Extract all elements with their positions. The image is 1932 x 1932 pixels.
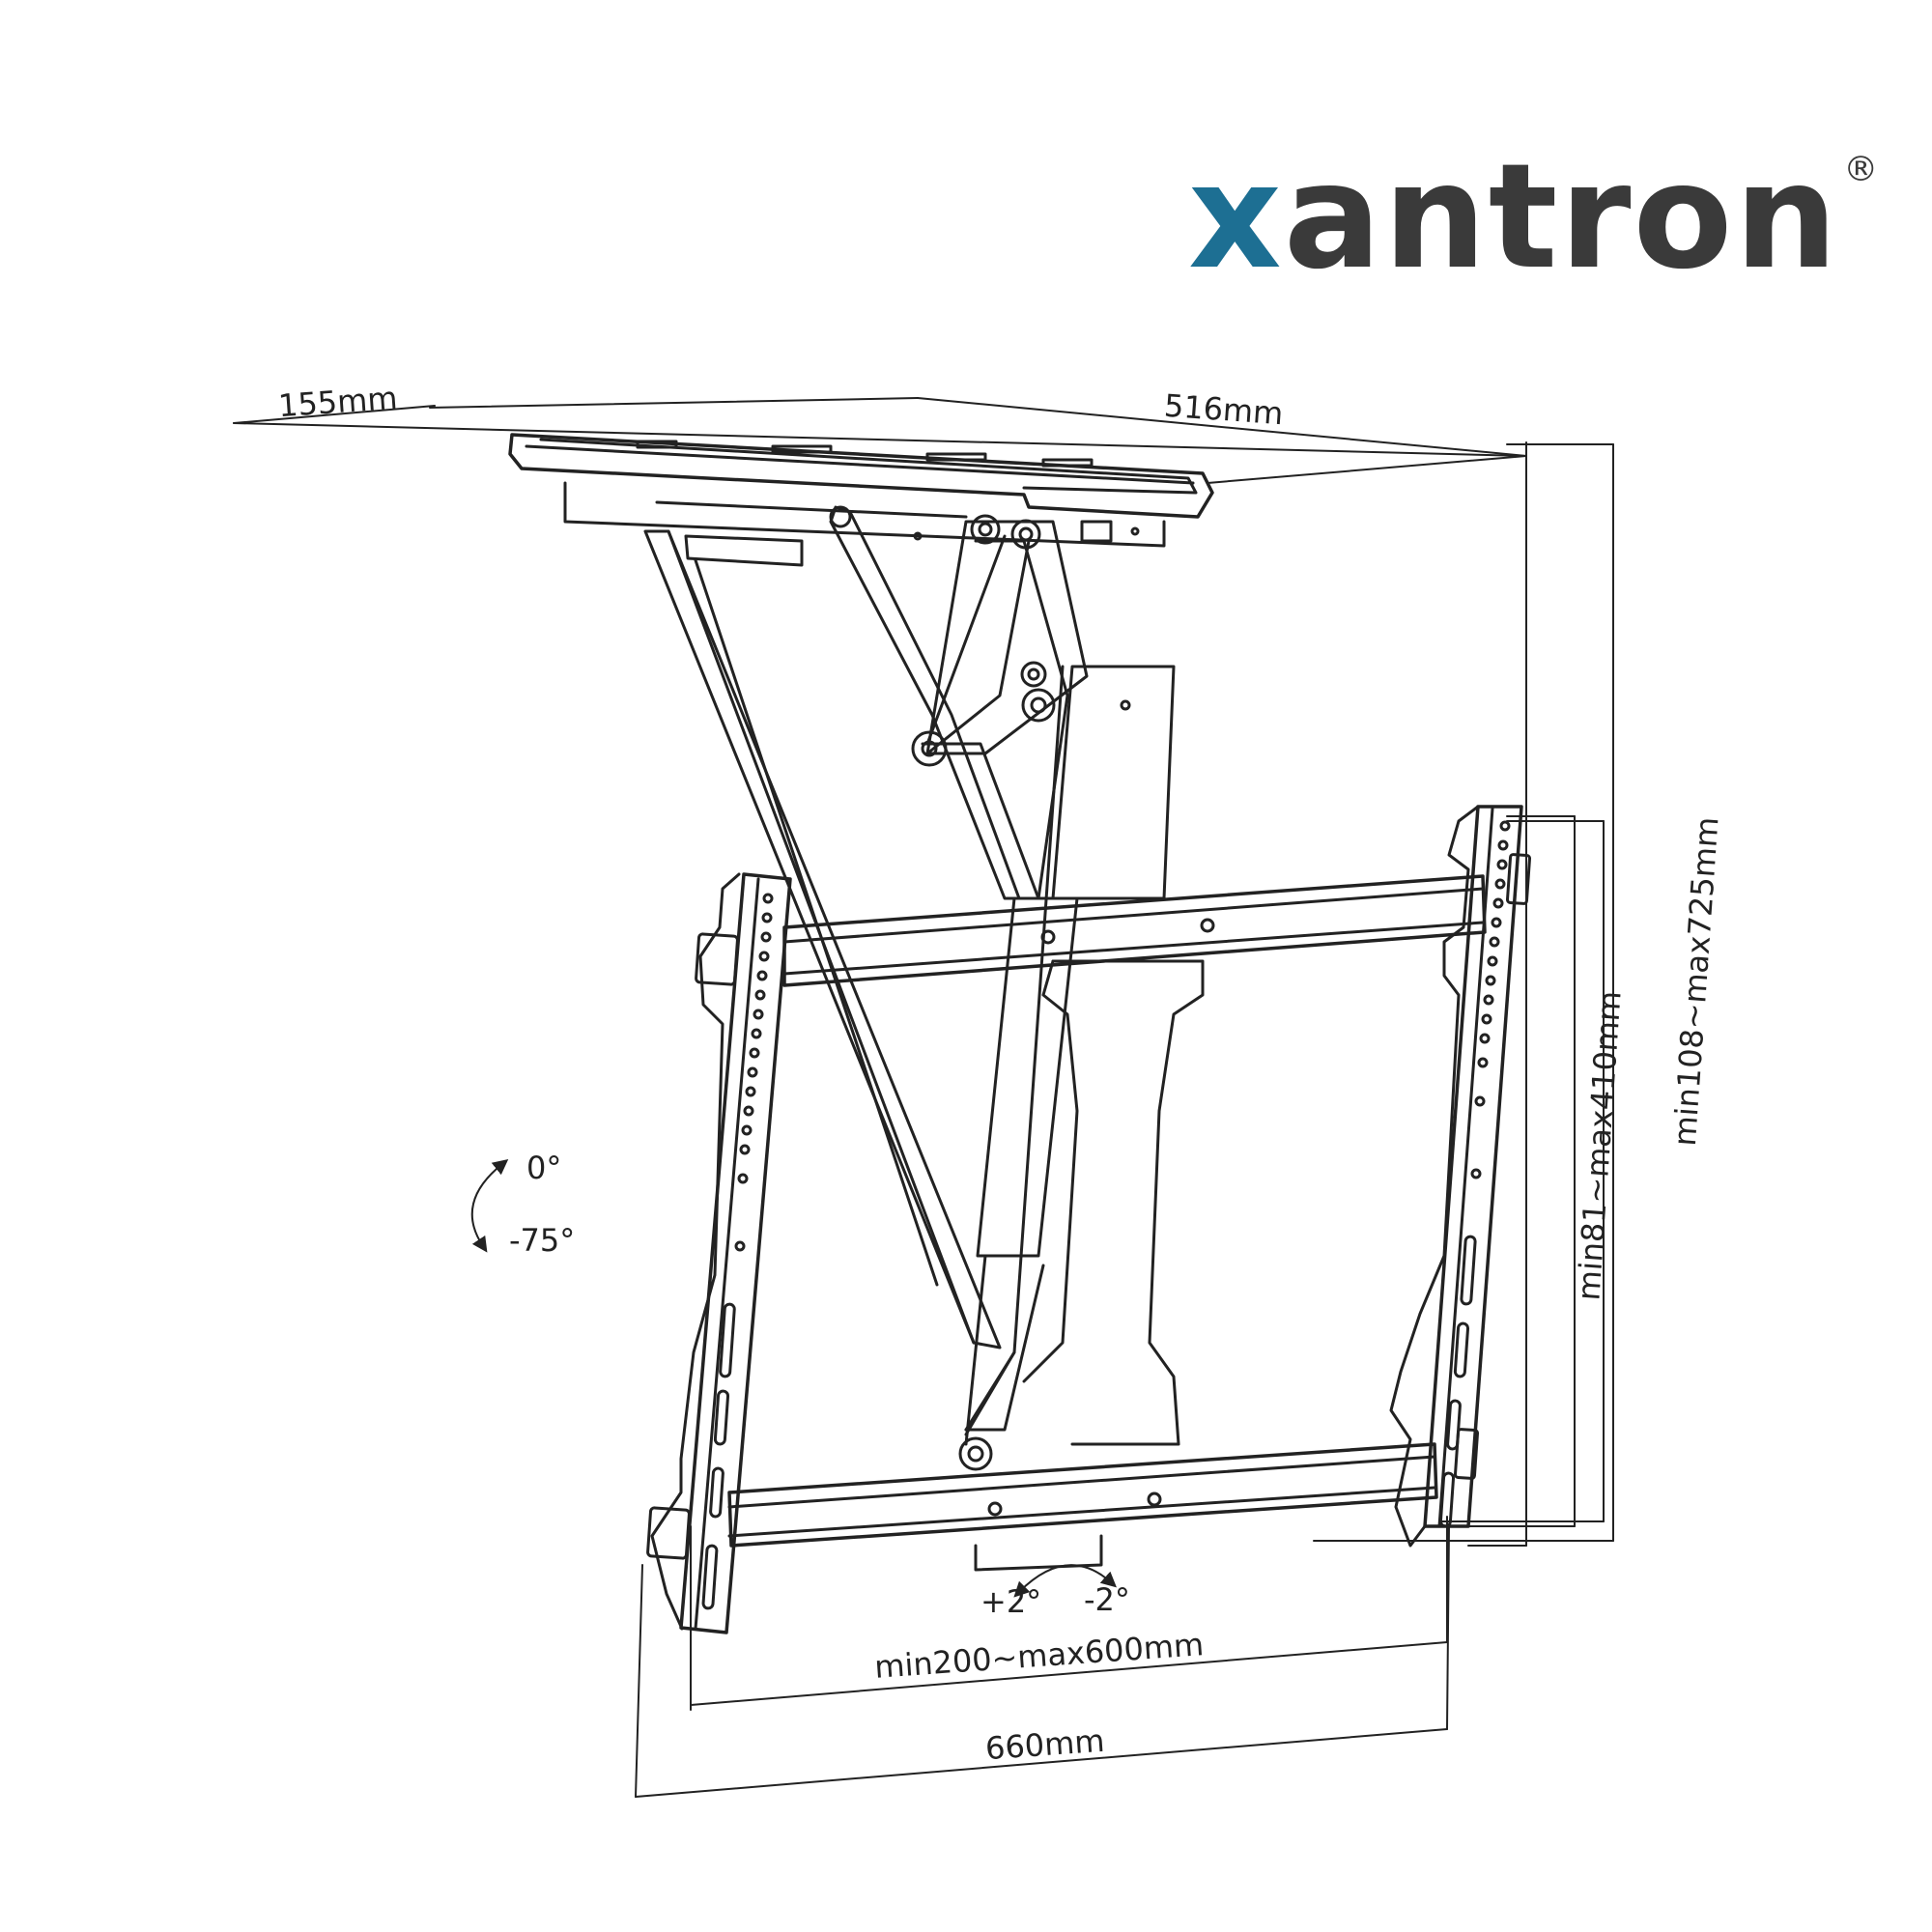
left-rail — [646, 872, 792, 1634]
tilt-arrow-icon — [470, 1158, 509, 1253]
dim-total-width-label: 660mm — [983, 1721, 1106, 1768]
right-rail — [1389, 805, 1532, 1548]
dim-depth-label: 155mm — [276, 379, 399, 425]
registered-mark: ® — [1843, 150, 1881, 189]
dim-width-top-label: 516mm — [1162, 386, 1285, 433]
logo-x: x — [1188, 133, 1284, 301]
swivel-right-label: -2° — [1084, 1581, 1130, 1618]
crossbars — [727, 874, 1487, 1572]
swivel-arrow-icon — [1013, 1564, 1117, 1598]
ceiling-plate — [508, 433, 1214, 567]
xantron-logo: xantron® — [1188, 145, 1880, 290]
tilt-upper-label: 0° — [526, 1150, 562, 1186]
logo-text: antron — [1283, 133, 1840, 301]
lift-arms — [643, 505, 1205, 1471]
swivel-left-label: +2° — [980, 1583, 1042, 1620]
dimension-lines — [233, 397, 1614, 1798]
tilt-lower-label: -75° — [509, 1222, 576, 1259]
